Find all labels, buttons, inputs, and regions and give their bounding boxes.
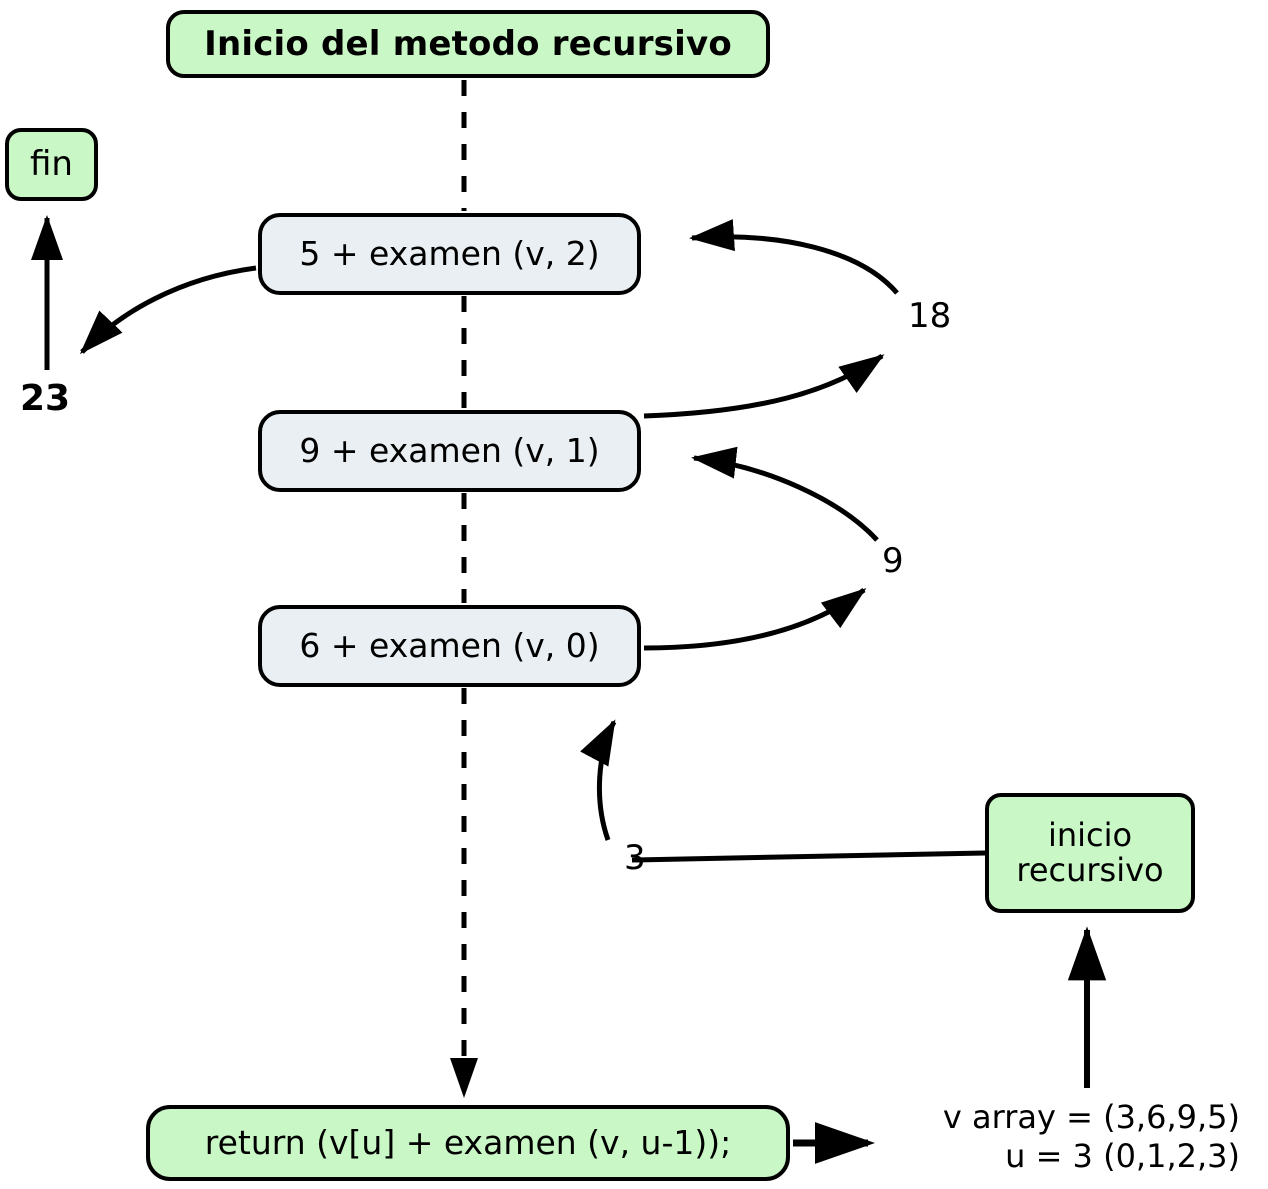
annotation-array-values: v array = (3,6,9,5) u = 3 (0,1,2,3) <box>900 1098 1240 1176</box>
node-inicio-del-metodo-recursivo[interactable]: Inicio del metodo recursivo <box>166 10 770 78</box>
edge-frame1-to-23 <box>79 265 257 355</box>
node-inicio-recursivo-line2: recursivo <box>1016 851 1164 889</box>
edge-label-18: 18 <box>908 296 952 336</box>
node-frame-5-examen-v-2[interactable]: 5 + examen (v, 2) <box>258 213 641 295</box>
node-frame-9-examen-v-1[interactable]: 9 + examen (v, 1) <box>258 410 641 492</box>
edge-3-to-frame3 <box>580 719 617 841</box>
edge-label-9: 9 <box>882 541 904 581</box>
edge-frame2-to-18 <box>643 353 885 419</box>
edge-label-23: 23 <box>20 378 71 419</box>
node-fin[interactable]: fin <box>5 128 98 201</box>
node-frame-6-examen-v-0[interactable]: 6 + examen (v, 0) <box>258 605 641 687</box>
spine-arrowhead <box>450 1058 478 1098</box>
annotation-line-u-index: u = 3 (0,1,2,3) <box>1005 1137 1240 1176</box>
edge-3-to-inicio-recursivo <box>631 850 986 863</box>
edge-18-to-frame1 <box>689 219 899 295</box>
node-inicio-recursivo-line1: inicio <box>1047 816 1133 855</box>
edge-9-to-frame2 <box>691 446 879 542</box>
annotation-line-v-array: v array = (3,6,9,5) <box>942 1098 1240 1136</box>
node-inicio-recursivo[interactable]: inicio recursivo <box>985 793 1195 913</box>
edge-label-3: 3 <box>624 838 646 878</box>
edge-frame3-to-9 <box>643 588 867 651</box>
node-return-statement[interactable]: return (v[u] + examen (v, u-1)); <box>146 1105 790 1181</box>
